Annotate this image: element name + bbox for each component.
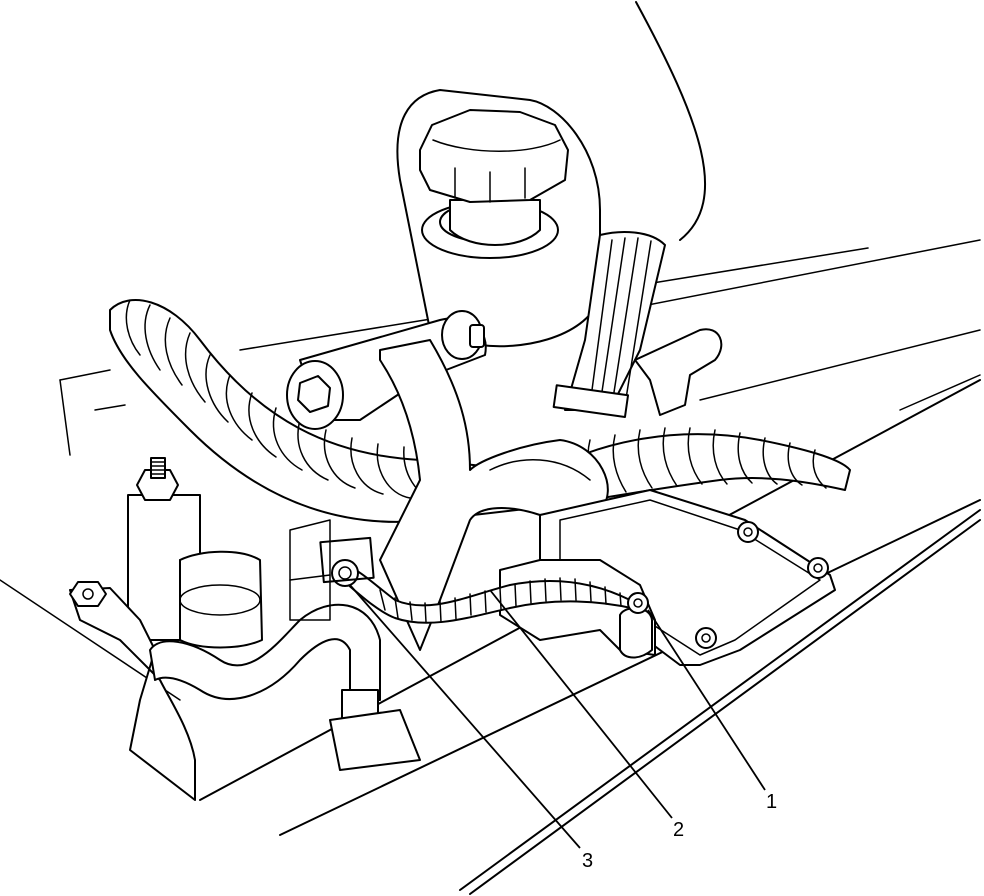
leader-line-1: [647, 609, 766, 791]
callout-label-3: 3: [582, 850, 593, 872]
bolt-head: [807, 557, 829, 579]
lever-handle: [634, 328, 723, 416]
leader-lines: [349, 584, 766, 849]
ground-strap: [319, 536, 649, 624]
convoluted-hose: [109, 299, 851, 523]
ribbon-cable: [552, 231, 666, 419]
callout-label-1: 1: [766, 791, 777, 813]
left-engine-parts: [69, 457, 421, 801]
leader-line-2: [489, 589, 673, 819]
support-arm: [379, 339, 609, 651]
bolt-head: [695, 627, 717, 649]
leader-line-3: [349, 584, 581, 849]
reservoir-cap: [396, 89, 601, 348]
bolt-head: [737, 521, 759, 543]
strap-bolt-left: [331, 559, 359, 587]
threaded-stud: [150, 457, 166, 479]
callout-label-2: 2: [673, 819, 684, 841]
upper-panel-edge: [635, 1, 707, 241]
strap-bolt-right: [627, 592, 649, 614]
